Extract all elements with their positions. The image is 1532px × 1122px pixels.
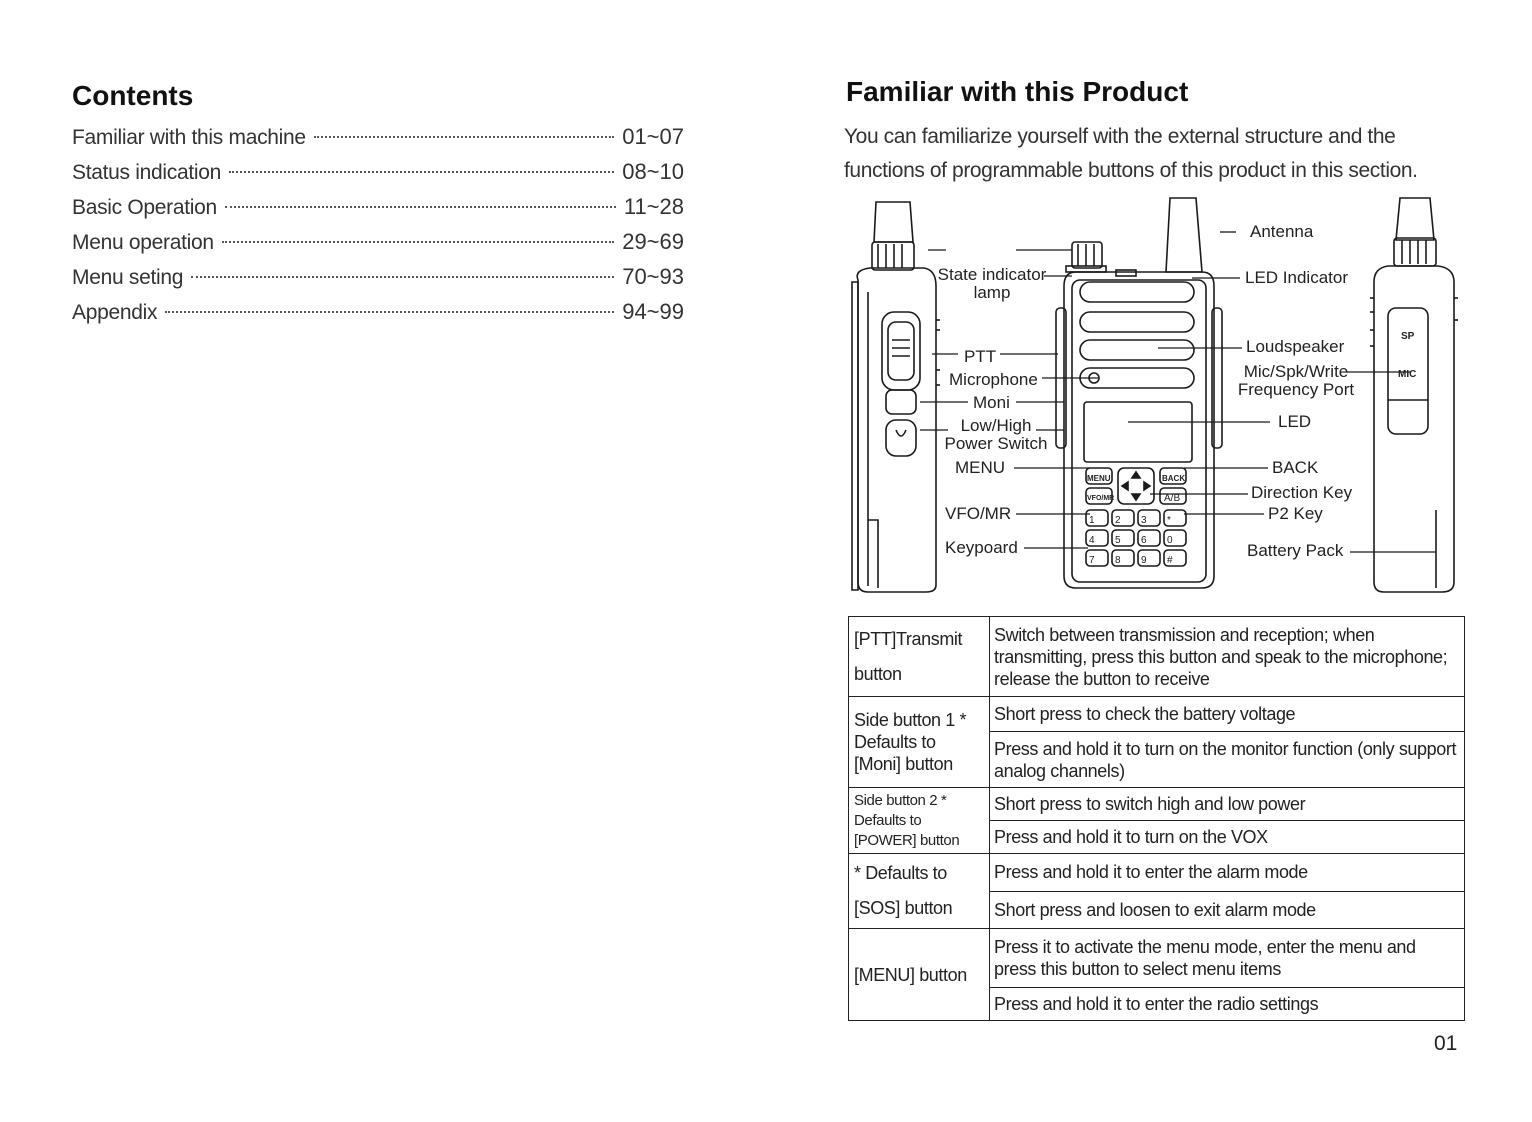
table-desc-cell: Press and hold it to turn on the monitor… (989, 731, 1465, 788)
contents-item-pages: 01~07 (622, 124, 684, 149)
table-desc-cell: Switch between transmission and receptio… (989, 616, 1465, 697)
mic-port-label: MIC (1398, 369, 1417, 380)
contents-item-pages: 08~10 (622, 159, 684, 184)
table-row: * Defaults to [SOS] button Press and hol… (848, 853, 1465, 929)
label-led: LED (1278, 412, 1312, 431)
label-menu: MENU (955, 458, 1006, 477)
table-row: Short press and loosen to exit alarm mod… (849, 890, 1465, 929)
button-function-table: [PTT]Transmit button Switch between tran… (848, 616, 1465, 1021)
leader-lines (920, 231, 1436, 553)
table-desc-cell: Press and hold it to enter the alarm mod… (989, 853, 1465, 892)
contents-item[interactable]: Status indication 08~10 (72, 159, 684, 194)
keypad-key[interactable]: 9 (1141, 555, 1147, 566)
table-row: Press and hold it to turn on the VOX (849, 820, 1465, 854)
contents-item[interactable]: Menu operation 29~69 (72, 229, 684, 264)
contents-item[interactable]: Menu seting 70~93 (72, 264, 684, 299)
dot-leader (313, 136, 615, 138)
table-row: Press and hold it to turn on the monitor… (849, 731, 1465, 788)
label-vfo-mr: VFO/MR (945, 504, 1012, 523)
keypad-key[interactable]: 4 (1089, 535, 1095, 546)
dot-leader (229, 171, 615, 173)
radio-diagram: MENU BACK VFO/MR A/B SP MIC 1 2 3 * 4 5 … (840, 190, 1480, 600)
keypad-key[interactable]: 3 (1141, 515, 1147, 526)
dot-leader (224, 206, 616, 208)
label-moni: Moni (973, 393, 1010, 412)
label-direction-key: Direction Key (1251, 483, 1353, 502)
keypad-key[interactable]: 1 (1089, 515, 1095, 526)
contents-item-label: Menu operation (72, 231, 214, 254)
contents-item-label: Appendix (72, 301, 158, 324)
table-row: [MENU] button Press it to activate the m… (848, 928, 1465, 1021)
table-desc-cell: Press and hold it to turn on the VOX (989, 820, 1465, 854)
contents-title: Contents (72, 80, 194, 111)
table-key-cell: [PTT]Transmit button (848, 616, 990, 697)
label-p2-key: P2 Key (1268, 504, 1323, 523)
table-desc-cell: Short press to switch high and low power (989, 787, 1465, 821)
radio-front-view (1055, 197, 1223, 589)
contents-item-label: Status indication (72, 161, 221, 184)
table-desc-cell: Press it to activate the menu mode, ente… (989, 928, 1465, 988)
label-antenna: Antenna (1250, 222, 1314, 241)
table-key-cell: Side button 2 * Defaults to [POWER] butt… (848, 787, 990, 854)
contents-item-label: Menu seting (72, 266, 184, 289)
table-key-cell: * Defaults to [SOS] button (848, 853, 990, 929)
label-ptt: PTT (964, 347, 997, 366)
label-power-switch: Power Switch (944, 434, 1048, 453)
keypad-key[interactable]: 7 (1089, 555, 1095, 566)
contents-item[interactable]: Basic Operation 11~28 (72, 194, 684, 229)
keypad-key[interactable]: * (1167, 515, 1171, 526)
menu-key[interactable]: MENU (1087, 474, 1111, 483)
table-row: Press and hold it to enter the radio set… (849, 987, 1465, 1021)
label-back: BACK (1272, 458, 1319, 477)
contents-item-pages: 29~69 (622, 229, 684, 254)
keypad-key[interactable]: 5 (1115, 535, 1121, 546)
label-low-high: Low/High (960, 416, 1032, 435)
keypad-key[interactable]: 6 (1141, 535, 1147, 546)
radio-left-side-view (851, 201, 940, 593)
contents-item-label: Familiar with this machine (72, 126, 306, 149)
table-row: Side button 1 * Defaults to [Moni] butto… (848, 696, 1465, 788)
contents-item-pages: 11~28 (623, 194, 684, 219)
back-key[interactable]: BACK (1162, 474, 1186, 483)
table-desc-cell: Press and hold it to enter the radio set… (989, 987, 1465, 1021)
label-microphone: Microphone (949, 370, 1038, 389)
table-key-cell: [MENU] button (848, 928, 990, 1021)
label-keypoard: Keypoard (945, 538, 1018, 557)
contents-item-label: Basic Operation (72, 196, 217, 219)
keypad-grid (1085, 509, 1187, 567)
table-row: [PTT]Transmit button Switch between tran… (848, 616, 1465, 697)
label-mic-port: Mic/Spk/Write (1243, 362, 1349, 381)
label-loudspeaker: Loudspeaker (1246, 337, 1345, 356)
product-intro: You can familiarize yourself with the ex… (844, 125, 1418, 182)
contents-item-pages: 94~99 (622, 299, 684, 324)
contents-item-pages: 70~93 (622, 264, 684, 289)
label-frequency-port: Frequency Port (1237, 380, 1355, 399)
product-title: Familiar with this Product (846, 76, 1189, 107)
label-state-indicator: State indicator (937, 265, 1047, 284)
contents-list: Familiar with this machine 01~07 Status … (72, 124, 684, 334)
table-desc-cell: Short press and loosen to exit alarm mod… (989, 890, 1465, 929)
keypad-key[interactable]: 2 (1115, 515, 1121, 526)
vfomr-key[interactable]: VFO/MR (1087, 495, 1115, 502)
radio-illustration (851, 197, 1458, 593)
table-desc-cell: Short press to check the battery voltage (989, 696, 1465, 732)
table-row: Side button 2 * Defaults to [POWER] butt… (848, 787, 1465, 854)
contents-item[interactable]: Familiar with this machine 01~07 (72, 124, 684, 159)
label-led-indicator: LED Indicator (1245, 268, 1348, 287)
label-battery-pack: Battery Pack (1247, 541, 1344, 560)
contents-item[interactable]: Appendix 94~99 (72, 299, 684, 334)
label-state-indicator-lamp: lamp (973, 283, 1011, 302)
keypad-key[interactable]: # (1167, 555, 1173, 566)
page-number: 01 (1434, 1032, 1458, 1055)
ab-key[interactable]: A/B (1164, 493, 1181, 504)
sp-port-label: SP (1401, 331, 1415, 342)
dot-leader (221, 241, 615, 243)
keypad-key[interactable]: 8 (1115, 555, 1121, 566)
table-key-cell: Side button 1 * Defaults to [Moni] butto… (848, 696, 990, 788)
radio-right-side-view (1370, 197, 1458, 593)
dot-leader (165, 311, 615, 313)
dot-leader (191, 276, 615, 278)
keypad-key[interactable]: 0 (1167, 535, 1173, 546)
